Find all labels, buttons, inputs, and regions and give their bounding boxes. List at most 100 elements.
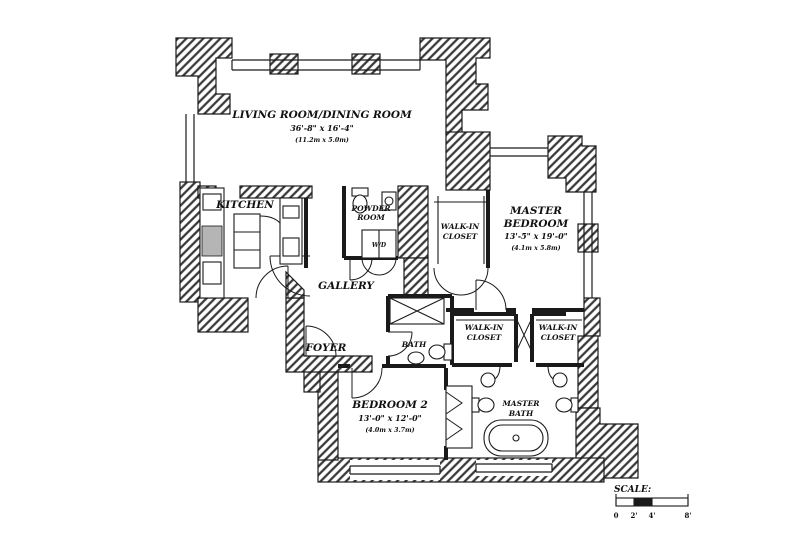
scale-bar-segment bbox=[651, 497, 689, 507]
door-swing-entry bbox=[305, 325, 337, 357]
window-bedroom2 bbox=[349, 465, 441, 475]
room-label-master-bath: MASTER bbox=[501, 399, 539, 408]
interior-partitions bbox=[304, 186, 584, 460]
wall-segment bbox=[317, 367, 339, 461]
toilet-icon bbox=[352, 194, 368, 214]
bedroom2-closet bbox=[445, 385, 473, 449]
room-dims-master-bedroom: 13'-5" x 19'-0" bbox=[504, 231, 568, 241]
freestanding-tub-icon bbox=[512, 434, 520, 442]
scale-bar: SCALE: 0 2' 4' 8' bbox=[614, 485, 692, 520]
room-metric-master-bedroom: (4.1m x 5.8m) bbox=[511, 245, 560, 252]
room-dims-bedroom2: 13'-0" x 12'-0" bbox=[358, 413, 422, 423]
room-labels: LIVING ROOM/DINING ROOM 36'-8" x 16'-4" … bbox=[215, 109, 578, 434]
toilet-icon bbox=[555, 397, 573, 413]
windows bbox=[185, 59, 593, 480]
bifold-door-vestibule bbox=[515, 317, 533, 353]
door-swing-bedroom2 bbox=[351, 367, 383, 399]
window-left bbox=[185, 114, 195, 182]
oven-icon bbox=[282, 237, 300, 257]
room-label-walkin-right: CLOSET bbox=[541, 333, 577, 342]
door-swing-powder bbox=[349, 257, 373, 281]
room-label-laundry: W/D bbox=[372, 242, 387, 249]
room-label-walkin-right: WALK-IN bbox=[539, 323, 579, 332]
room-label-walkin-left: WALK-IN bbox=[465, 323, 505, 332]
sink-icon bbox=[384, 196, 394, 206]
scale-tick: 8' bbox=[684, 511, 691, 520]
window-master-top bbox=[490, 147, 548, 157]
sink-icon bbox=[480, 372, 496, 388]
window-bedroom2 bbox=[350, 460, 440, 480]
wall-chase bbox=[403, 257, 429, 299]
stove-icon bbox=[282, 205, 300, 219]
window-top bbox=[231, 59, 421, 71]
scale-tick: 4' bbox=[648, 511, 655, 520]
wall-mullion bbox=[351, 53, 381, 75]
room-metric-bedroom2: (4.0m x 3.7m) bbox=[365, 427, 414, 434]
room-label-powder: POWDER bbox=[350, 204, 390, 213]
window-masterbath bbox=[475, 463, 553, 473]
doors bbox=[255, 255, 565, 399]
wall-master-corner-pier bbox=[547, 135, 597, 193]
wall-stub bbox=[239, 185, 313, 199]
scale-bar-ticks bbox=[615, 494, 689, 506]
toilet-icon bbox=[477, 397, 495, 413]
wall-chase bbox=[445, 131, 491, 191]
scale-label: SCALE: bbox=[614, 485, 651, 495]
kitchen-island bbox=[234, 231, 260, 251]
room-label-powder: ROOM bbox=[356, 213, 385, 222]
room-label-walkin-left: CLOSET bbox=[467, 333, 503, 342]
wall-top-right-pier bbox=[419, 37, 491, 135]
wall-mullion bbox=[269, 53, 299, 75]
bifold-door bbox=[445, 391, 463, 441]
sink-icon bbox=[202, 193, 222, 211]
refrigerator-icon bbox=[201, 225, 223, 257]
room-label-kitchen: KITCHEN bbox=[215, 199, 274, 211]
room-label-living: LIVING ROOM/DINING ROOM bbox=[231, 109, 412, 121]
room-label-bath: BATH bbox=[401, 340, 427, 349]
wall-chase bbox=[397, 185, 429, 259]
bathtub-icon bbox=[389, 297, 445, 325]
kitchen-island bbox=[233, 213, 261, 269]
scale-tick: 0 bbox=[614, 511, 619, 520]
kitchen-fixtures bbox=[199, 187, 303, 299]
wall-gallery-angle bbox=[285, 270, 305, 299]
room-label-bedroom2: BEDROOM 2 bbox=[351, 399, 428, 411]
window-masterbath bbox=[476, 460, 552, 476]
window-master-right bbox=[583, 192, 593, 298]
room-label-walkin-top: WALK-IN bbox=[441, 222, 481, 231]
room-label-master-bedroom: BEDROOM bbox=[503, 218, 569, 230]
room-label-walkin-top: CLOSET bbox=[443, 232, 479, 241]
sink-icon bbox=[407, 351, 425, 365]
door-swing-laundry bbox=[361, 257, 397, 276]
closet-shelves bbox=[434, 196, 582, 321]
door-swing-kitchen bbox=[255, 265, 289, 299]
wall-mullion bbox=[577, 223, 599, 253]
room-label-master-bedroom: MASTER bbox=[509, 205, 562, 217]
masterbath-fixtures bbox=[471, 372, 579, 457]
wall-kitchen-south bbox=[197, 297, 249, 333]
counter bbox=[202, 261, 222, 285]
room-dims-living: 36'-8" x 16'-4" bbox=[290, 123, 354, 133]
powder-fixtures bbox=[351, 187, 397, 259]
toilet-icon bbox=[428, 344, 446, 360]
scale-tick: 2' bbox=[630, 511, 637, 520]
door-swing-bath bbox=[387, 331, 413, 357]
partition-closet-row bbox=[452, 312, 584, 367]
room-label-foyer: FOYER bbox=[305, 342, 347, 354]
sink-icon bbox=[552, 372, 568, 388]
wall-left-band bbox=[179, 181, 201, 303]
room-metric-living: (11.2m x 5.0m) bbox=[295, 137, 349, 144]
room-label-master-bath: BATH bbox=[508, 409, 534, 418]
door-swing-walkin-top bbox=[433, 267, 489, 296]
closet-niche bbox=[445, 385, 473, 449]
bath-fixtures bbox=[389, 297, 453, 365]
scale-bar-segment bbox=[615, 497, 635, 507]
wall-top-left-pier bbox=[175, 37, 233, 115]
door-swing-master-bedroom bbox=[475, 279, 507, 311]
closet-shelf bbox=[434, 196, 488, 264]
partition-bath bbox=[386, 294, 454, 366]
wall-segment bbox=[577, 335, 599, 409]
scale-bar-segment bbox=[633, 497, 653, 507]
